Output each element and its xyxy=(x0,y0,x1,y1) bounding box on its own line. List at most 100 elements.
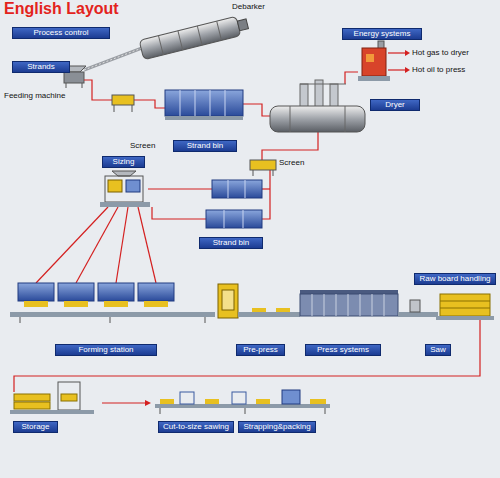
label-box: Forming station xyxy=(55,344,157,356)
strand-bin-machine-part xyxy=(165,116,243,120)
sizing-machine-part xyxy=(100,202,150,207)
storage-stacks-part xyxy=(14,402,50,409)
box-label: Saw xyxy=(430,345,446,355)
flow-lines-part xyxy=(84,80,112,100)
press-line-part xyxy=(222,290,234,310)
strand-bin-machine-part xyxy=(212,180,262,198)
equipment-label: Screen xyxy=(279,158,304,168)
forming-line-part xyxy=(64,301,88,307)
forming-line-part xyxy=(10,312,215,317)
screen-machine-part xyxy=(114,105,115,112)
press-line-part xyxy=(300,290,398,294)
cut-to-size-line-part xyxy=(310,399,326,404)
arrow-heads-part xyxy=(405,50,410,56)
strand-bin-machine-part xyxy=(180,90,181,116)
strand-bin-machine-part xyxy=(224,210,225,228)
press-line-part xyxy=(384,294,385,316)
board-stack-part xyxy=(440,294,490,316)
board-stack-part xyxy=(436,316,494,320)
flow-lines-part xyxy=(152,207,206,219)
box-label: Pre-press xyxy=(243,345,278,355)
press-line-part xyxy=(312,294,313,316)
flow-lines-part xyxy=(102,402,145,403)
label-box: Cut-to-size sawing xyxy=(158,421,234,433)
cut-to-size-line-part xyxy=(205,399,219,404)
cut-to-size-line-part xyxy=(160,399,174,404)
page-title: English Layout xyxy=(4,0,119,18)
flow-lines-part xyxy=(76,207,118,283)
strand-bin-machine-part xyxy=(245,180,246,198)
equipment-label: Feeding machine xyxy=(4,91,65,101)
screen-machine-part xyxy=(250,160,276,170)
storage-stacks-part xyxy=(61,394,77,401)
dryer-drum-part xyxy=(290,106,291,132)
flow-lines-part xyxy=(134,100,165,108)
feeding-machine-part xyxy=(66,83,67,88)
box-label: Forming station xyxy=(78,345,133,355)
equipment-label: Debarker xyxy=(232,2,265,12)
screen-machine-part xyxy=(273,170,274,176)
cut-to-size-line-part xyxy=(256,399,270,404)
debarker-drum-part xyxy=(139,16,241,60)
board-stack-part xyxy=(440,301,490,302)
forming-line-part xyxy=(104,301,128,307)
storage-stacks-part xyxy=(10,410,94,414)
dryer-drum-part xyxy=(330,84,338,108)
sizing-machine xyxy=(100,171,150,207)
equipment-label: Screen xyxy=(130,141,155,151)
press-line xyxy=(218,284,438,318)
debarker-drum-part xyxy=(178,31,183,50)
screen-machine-part xyxy=(112,95,134,105)
equipment-label: Hot oil to press xyxy=(412,65,465,75)
dryer-drum xyxy=(270,80,365,132)
dryer-drum-part xyxy=(270,106,365,132)
label-box: Raw board handling xyxy=(414,273,496,285)
arrow-heads-part xyxy=(405,67,410,73)
energy-plant xyxy=(358,41,390,81)
cut-to-size-line-part xyxy=(282,390,300,404)
box-label: Sizing xyxy=(113,157,135,167)
forming-line-part xyxy=(98,283,134,301)
press-line-part xyxy=(360,294,361,316)
forming-line-part xyxy=(138,283,174,301)
cut-to-size-line-part xyxy=(160,408,161,414)
strand-bin-machine xyxy=(165,90,243,120)
arrow-heads-part xyxy=(145,400,151,406)
forming-line-part xyxy=(110,317,111,323)
debarker-drum-part xyxy=(158,36,163,55)
forming-line xyxy=(10,283,215,323)
feeding-machine-part xyxy=(82,83,83,88)
label-box: Press systems xyxy=(305,344,381,356)
label-box: Energy systems xyxy=(342,28,422,40)
board-stack xyxy=(436,294,494,320)
press-line-part xyxy=(276,308,290,312)
debarker-drum-part xyxy=(217,21,222,40)
label-box: Saw xyxy=(425,344,451,356)
box-label: Dryer xyxy=(385,100,405,110)
press-line-part xyxy=(252,308,266,312)
press-line-part xyxy=(336,294,337,316)
cut-to-size-line-part xyxy=(155,404,330,408)
infeed-conveyor-part xyxy=(84,48,142,70)
box-label: Process control xyxy=(33,28,88,38)
equipment-label: Hot gas to dryer xyxy=(412,48,469,58)
flow-lines-part xyxy=(243,104,270,116)
infeed-conveyor xyxy=(84,48,142,70)
sizing-machine-part xyxy=(126,180,140,192)
forming-line-part xyxy=(24,301,48,307)
strand-bin-machine-part xyxy=(228,180,229,198)
strand-bin-machine xyxy=(206,180,262,228)
label-box: Process control xyxy=(12,27,110,39)
label-box: Strand bin xyxy=(173,140,237,152)
box-label: Raw board handling xyxy=(419,274,490,284)
screen-machine xyxy=(112,95,134,112)
forming-line-part xyxy=(18,283,54,301)
energy-plant-part xyxy=(362,48,386,76)
box-label: Energy systems xyxy=(354,29,411,39)
press-line-part xyxy=(398,312,438,317)
label-box: Strands xyxy=(12,61,70,73)
cut-to-size-line xyxy=(155,390,330,414)
energy-plant-part xyxy=(358,76,390,81)
box-label: Strapping&packing xyxy=(243,422,310,432)
